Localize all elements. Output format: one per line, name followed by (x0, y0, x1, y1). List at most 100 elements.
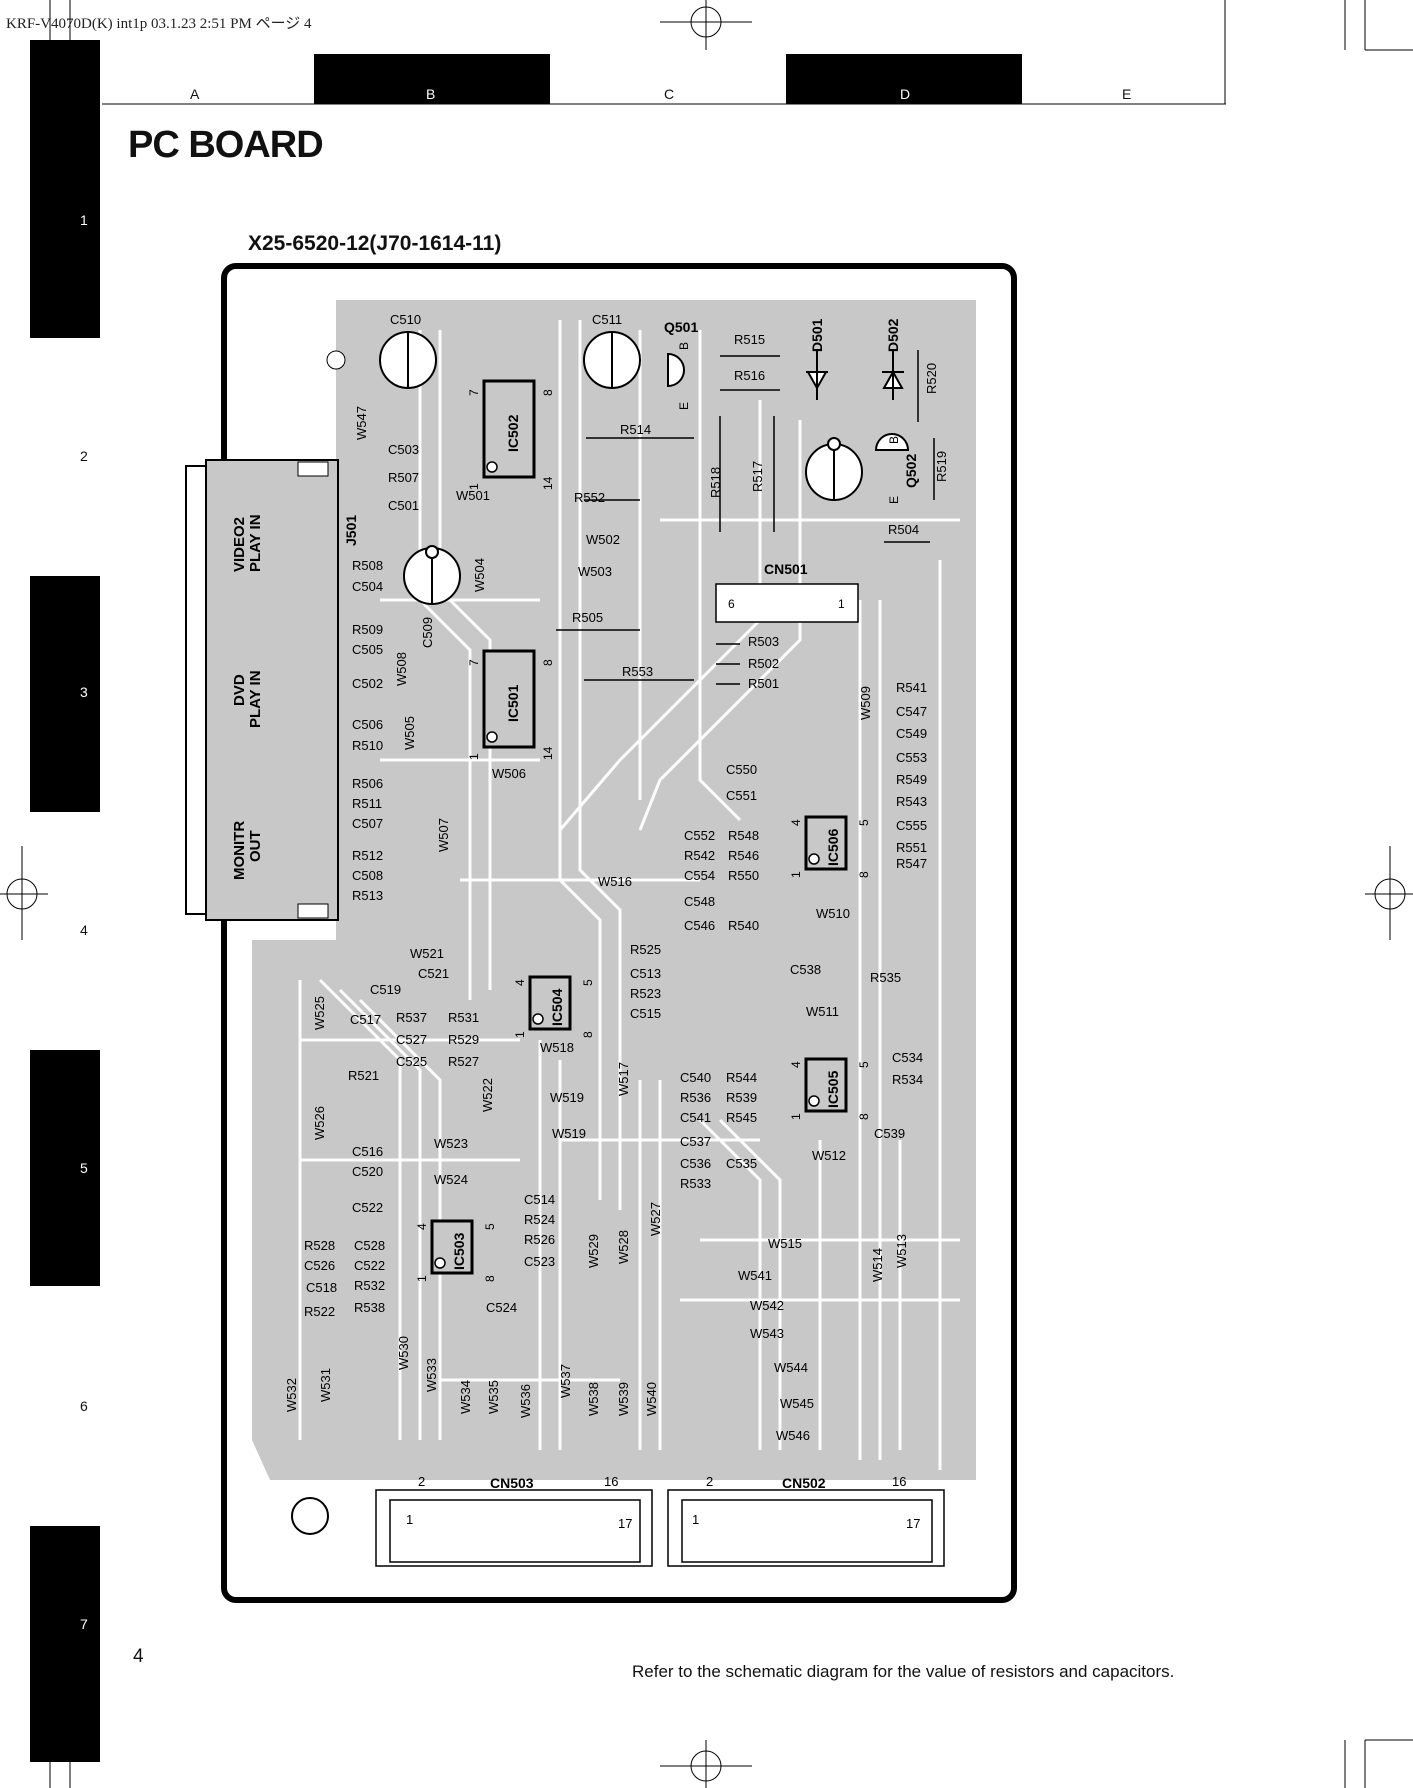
footnote: Refer to the schematic diagram for the v… (632, 1662, 1175, 1681)
ic506-label: IC506 (825, 828, 841, 866)
ref-c535-104: C535 (726, 1156, 757, 1171)
file-info-header: KRF-V4070D(K) int1p 03.1.23 2:51 PM ページ … (6, 16, 312, 32)
cn502-label: CN502 (782, 1475, 826, 1491)
column-label-b: B (426, 86, 436, 102)
ref-r553-29: R553 (622, 664, 653, 679)
ref-r532-118: R532 (354, 1278, 385, 1293)
ic503-pin-8: 8 (483, 1275, 497, 1282)
ic505-pin-1: 1 (789, 1113, 803, 1120)
ref-c520-101: C520 (352, 1164, 383, 1179)
page-number: 4 (133, 1646, 144, 1667)
ic504-pin-1: 1 (513, 1031, 527, 1038)
mounting-hole-top (326, 350, 346, 370)
jack-dvd-label-2: PLAY IN (247, 670, 264, 728)
ref-w546-133: W546 (776, 1428, 810, 1443)
ref-w543-130: W543 (750, 1326, 784, 1341)
q501-label: Q501 (664, 319, 698, 335)
jack-dvd-label-1: DVD (231, 674, 248, 706)
ref-c502-30: C502 (352, 676, 383, 691)
ref-r541-32: R541 (896, 680, 927, 695)
ref-c525-80: C525 (396, 1054, 427, 1069)
row-label-4: 4 (80, 922, 88, 938)
ic506-pin-5: 5 (857, 819, 871, 826)
ref-c514-109: C514 (524, 1192, 555, 1207)
ref-r526-113: R526 (524, 1232, 555, 1247)
ref-c546-61: C546 (684, 918, 715, 933)
d502-label: D502 (885, 318, 901, 352)
ref-c506-41: C506 (352, 717, 383, 732)
q501-pin-e: E (677, 402, 691, 410)
ref-r523-69: R523 (630, 986, 661, 1001)
ref-r552-11: R552 (574, 490, 605, 505)
ref-r551-39: R551 (896, 840, 927, 855)
ref-w519-89: W519 (550, 1090, 584, 1105)
column-grid: A B C D E (102, 54, 1226, 104)
ic502-pin-1: 1 (467, 483, 481, 490)
ref-w521-65: W521 (410, 946, 444, 961)
ic503-label: IC503 (451, 1232, 467, 1270)
ref-w534-138: W534 (458, 1380, 473, 1414)
ref-c540-90: C540 (680, 1070, 711, 1085)
ref-w507-48: W507 (436, 818, 451, 852)
ref-r542-56: R542 (684, 848, 715, 863)
ic505-pin-5: 5 (857, 1061, 871, 1068)
column-label-e: E (1122, 86, 1132, 102)
ref-w538-142: W538 (586, 1382, 601, 1416)
ref-r540-62: R540 (728, 918, 759, 933)
ref-r535-72: R535 (870, 970, 901, 985)
ref-w545-132: W545 (780, 1396, 814, 1411)
ref-c510-0: C510 (390, 312, 421, 327)
cn503-pin-17: 17 (618, 1516, 632, 1531)
ref-w527-124: W527 (648, 1202, 663, 1236)
ref-w509-31: W509 (858, 686, 873, 720)
ref-c515-70: C515 (630, 1006, 661, 1021)
ref-r546-57: R546 (728, 848, 759, 863)
ref-w517-88: W517 (616, 1062, 631, 1096)
ref-r514-6: R514 (620, 422, 651, 437)
ref-c501-9: C501 (388, 498, 419, 513)
ref-r539-93: R539 (726, 1090, 757, 1105)
ref-c536-103: C536 (680, 1156, 711, 1171)
ref-r522-121: R522 (304, 1304, 335, 1319)
ref-w505-43: W505 (402, 716, 417, 750)
ref-w513-127: W513 (894, 1234, 909, 1268)
jack-video2-label-2: PLAY IN (247, 514, 264, 572)
page-title: PC BOARD (128, 124, 324, 166)
ref-c513-68: C513 (630, 966, 661, 981)
ref-c552-54: C552 (684, 828, 715, 843)
ic506-pin-8: 8 (857, 871, 871, 878)
ref-c508-50: C508 (352, 868, 383, 883)
ref-r536-92: R536 (680, 1090, 711, 1105)
ref-r517-14: R517 (750, 461, 765, 492)
ref-c503-7: C503 (388, 442, 419, 457)
ref-w530-134: W530 (396, 1336, 411, 1370)
ref-c505-24: C505 (352, 642, 383, 657)
cn503-label: CN503 (490, 1475, 534, 1491)
ref-r538-119: R538 (354, 1300, 385, 1315)
ref-w526-97: W526 (312, 1106, 327, 1140)
ref-c507-47: C507 (352, 816, 383, 831)
ref-r544-91: R544 (726, 1070, 757, 1085)
ref-c528-112: C528 (354, 1238, 385, 1253)
ref-c537-102: C537 (680, 1134, 711, 1149)
row-label-6: 6 (80, 1398, 88, 1414)
ic503-pin-4: 4 (415, 1223, 429, 1230)
ref-w501-10: W501 (456, 488, 490, 503)
ic502-body (482, 379, 536, 479)
connector-j501-label: J501 (343, 515, 359, 546)
ref-c547-33: C547 (896, 704, 927, 719)
ref-w524-106: W524 (434, 1172, 468, 1187)
q501-pin-b: B (677, 342, 691, 350)
jack-monitr-label-2: OUT (247, 830, 264, 862)
ref-w540-144: W540 (644, 1382, 659, 1416)
ic506-pin-4: 4 (789, 819, 803, 826)
ref-r537-76: R537 (396, 1010, 427, 1025)
ref-c526-114: C526 (304, 1258, 335, 1273)
ref-c522-115: C522 (354, 1258, 385, 1273)
ref-w531-137: W531 (318, 1368, 333, 1402)
ref-r531-77: R531 (448, 1010, 479, 1025)
ref-r508-18: R508 (352, 558, 383, 573)
ic501-pin-14: 14 (541, 746, 555, 760)
